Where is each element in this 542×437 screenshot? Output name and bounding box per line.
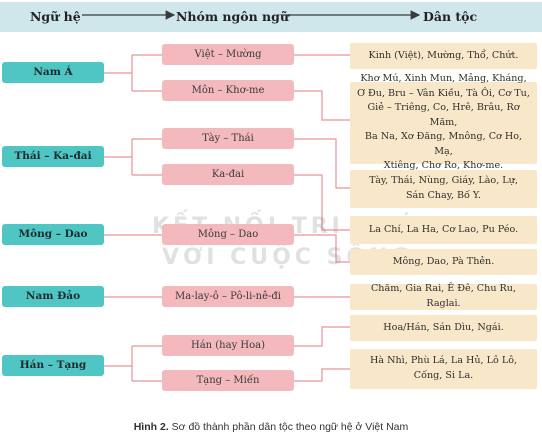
ethnic-line: Ơ Đu, Bru – Vân Kiều, Tà Ôi, Cơ Tu,	[357, 87, 530, 99]
ethnic-box-nam-dao: Chăm, Gia Rai, Ê Đê, Chu Ru, Raglai.	[350, 283, 537, 310]
ethnic-box-han: Hoa/Hán, Sán Dìu, Ngái.	[350, 315, 537, 341]
caption-text: Sơ đồ thành phần dân tộc theo ngữ hệ ở V…	[171, 421, 409, 433]
ethnic-box-kadai: La Chí, La Ha, Cơ Lao, Pu Péo.	[350, 216, 537, 244]
link-nam-a	[104, 54, 162, 92]
family-han-tang: Hán – Tạng	[2, 355, 104, 376]
ethnic-box-viet-muong: Kinh (Việt), Mường, Thổ, Chứt.	[350, 43, 537, 69]
family-mong-dao: Mông – Dao	[2, 224, 104, 245]
ethnic-line: Tày, Thái, Nùng, Giáy, Lào, Lự,	[369, 175, 518, 187]
header-ngu-he: Ngữ hệ	[30, 9, 81, 24]
link-han-tang	[104, 345, 162, 382]
family-nam-a: Nam Á	[2, 62, 104, 83]
header-band	[0, 2, 542, 32]
ethnic-line: Sán Chay, Bố Y.	[405, 190, 482, 201]
group-mon-khome: Môn – Khơ-me	[162, 80, 294, 101]
group-han: Hán (hay Hoa)	[162, 335, 294, 356]
ethnic-line: Mông, Dao, Pà Thẻn.	[392, 255, 495, 267]
ethnic-line: Giẻ – Triêng, Co, Hrê, Brâu, Rơ Măm,	[367, 102, 520, 128]
link-mon-khome	[294, 90, 350, 121]
ethnic-line: Xtiêng, Chơ Ro, Khơ-me.	[383, 160, 504, 172]
ethnic-box-tang-mien: Hà Nhì, Phù Lá, La Hủ, Lô Lô, Cống, Si L…	[350, 349, 537, 389]
link-kadai	[294, 174, 350, 231]
ethnic-line: Cống, Si La.	[413, 370, 474, 381]
ethnic-line: Ba Na, Xơ Đăng, Mnông, Cơ Ho, Mạ,	[364, 131, 523, 157]
header-nhom-ngon-ngu: Nhóm ngôn ngữ	[176, 9, 289, 24]
link-thai-kadai	[104, 138, 162, 176]
header-dan-toc: Dân tộc	[423, 9, 478, 24]
group-viet-muong: Việt – Mường	[162, 44, 294, 65]
group-mong-dao: Mông – Dao	[162, 224, 294, 245]
link-tang-mien	[294, 368, 350, 382]
ethnic-line: Khơ Mú, Xinh Mun, Mảng, Kháng,	[360, 72, 527, 84]
caption-prefix: Hình 2.	[133, 421, 169, 433]
family-thai-kadai: Thái – Ka-đai	[2, 146, 104, 167]
group-kadai: Ka-đai	[162, 164, 294, 185]
link-tay-thai	[294, 138, 350, 189]
link-mong-dao-group	[294, 234, 350, 263]
group-tang-mien: Tạng – Miến	[162, 370, 294, 391]
ethnic-box-mon-khome: Khơ Mú, Xinh Mun, Mảng, Kháng, Ơ Đu, Bru…	[350, 73, 537, 171]
ethnic-box-tay-thai: Tày, Thái, Nùng, Giáy, Lào, Lự, Sán Chay…	[350, 170, 537, 208]
ethnic-line: Chăm, Gia Rai, Ê Đê, Chu Ru, Raglai.	[370, 283, 517, 309]
group-malayo-polynesian: Ma-lay-ô – Pô-li-nê-đi	[162, 286, 294, 307]
link-han	[294, 326, 350, 347]
group-tay-thai: Tày – Thái	[162, 128, 294, 149]
ethnic-line: Hoa/Hán, Sán Dìu, Ngái.	[383, 321, 504, 333]
family-nam-dao: Nam Đảo	[2, 286, 104, 307]
ethnic-line: La Chí, La Ha, Cơ Lao, Pu Péo.	[368, 223, 519, 235]
ethnic-line: Kinh (Việt), Mường, Thổ, Chứt.	[368, 49, 519, 61]
figure-caption: Hình 2. Sơ đồ thành phần dân tộc theo ng…	[0, 421, 542, 433]
ethnic-line: Hà Nhì, Phù Lá, La Hủ, Lô Lô,	[369, 355, 518, 367]
ethnic-box-mong-dao: Mông, Dao, Pà Thẻn.	[350, 249, 537, 275]
